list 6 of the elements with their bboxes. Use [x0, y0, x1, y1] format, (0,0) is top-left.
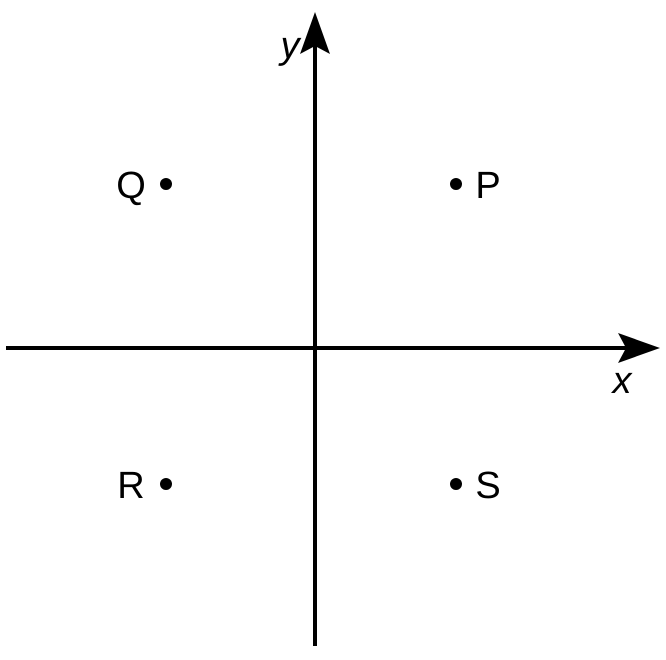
- point-label: Q: [116, 167, 146, 205]
- axis-label: x: [612, 362, 632, 400]
- axis-label: y: [280, 27, 300, 65]
- point-label: S: [475, 467, 501, 505]
- point-label: P: [475, 167, 501, 205]
- point-label: R: [117, 467, 145, 505]
